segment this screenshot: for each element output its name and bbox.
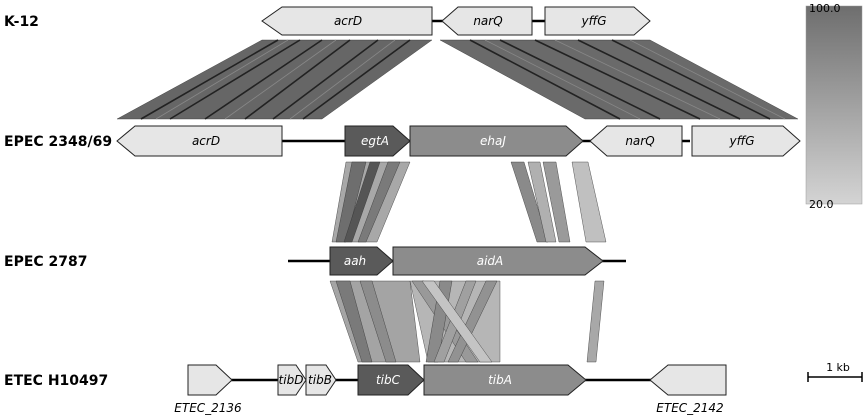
gene-label-epec2348-narQ: narQ <box>625 134 654 148</box>
gene-label-epec2787-aah: aah <box>344 254 366 268</box>
scale-bar-label: 1 kb <box>826 361 850 374</box>
gene-label-epec2348-ehaJ: ehaJ <box>480 134 506 148</box>
identity-gradient-bar <box>805 5 863 205</box>
gene-epec2348-acrD[interactable] <box>116 125 283 157</box>
gene-label-k12-yffG: yffG <box>580 14 606 28</box>
track-epec2348: acrD egtA ehaJ narQ yffG <box>116 125 801 157</box>
strain-label-epec2348: EPEC 2348/69 <box>4 134 112 150</box>
gene-epec2348-egtA[interactable] <box>344 125 411 157</box>
gene-label-etec-ETEC_2136: ETEC_2136 <box>174 401 242 415</box>
gene-etec-tibB[interactable] <box>305 364 337 396</box>
gene-etec-ETEC_2136[interactable] <box>187 364 233 396</box>
gene-label-epec2348-acrD: acrD <box>192 134 220 148</box>
gene-label-etec-tibB: tibB <box>308 373 332 387</box>
gene-epec2348-narQ[interactable] <box>589 125 683 157</box>
gene-k12-acrD[interactable] <box>261 6 433 36</box>
identity-max-label: 100.0 <box>809 2 841 15</box>
identity-min-label: 20.0 <box>809 198 834 211</box>
strain-label-etec: ETEC H10497 <box>4 373 108 389</box>
gene-k12-narQ[interactable] <box>441 6 533 36</box>
track-etec: tibD tibB tibC tibA ETEC_2136 ETEC_2142 <box>174 364 727 415</box>
gene-k12-yffG[interactable] <box>544 6 651 36</box>
strain-label-epec2787: EPEC 2787 <box>4 254 88 270</box>
strain-label-k12: K-12 <box>4 14 39 30</box>
gene-label-etec-ETEC_2142: ETEC_2142 <box>656 401 723 415</box>
gene-label-epec2348-egtA: egtA <box>361 134 389 148</box>
gene-epec2348-yffG[interactable] <box>691 125 801 157</box>
track-epec2787: aah aidA <box>288 246 626 276</box>
gene-etec-tibC[interactable] <box>357 364 425 396</box>
gene-label-k12-acrD: acrD <box>334 14 362 28</box>
identity-legend: 100.0 20.0 <box>805 2 863 211</box>
gene-label-etec-tibC: tibC <box>376 373 401 387</box>
similarity-epec2787-etec <box>329 280 605 363</box>
gene-label-etec-tibD: tibD <box>279 373 304 387</box>
gene-label-epec2787-aidA: aidA <box>477 254 504 268</box>
scale-bar: 1 kb <box>807 361 863 382</box>
similarity-k12-epec2348 <box>116 39 799 120</box>
gene-epec2787-aah[interactable] <box>329 246 394 276</box>
gene-epec2348-ehaJ[interactable] <box>409 125 584 157</box>
similarity-epec2348-epec2787 <box>331 161 607 243</box>
gene-etec-ETEC_2142[interactable] <box>649 364 727 396</box>
gene-label-etec-tibA: tibA <box>488 373 512 387</box>
gene-label-k12-narQ: narQ <box>473 14 502 28</box>
gene-label-epec2348-yffG: yffG <box>728 134 754 148</box>
gene-epec2787-aidA[interactable] <box>392 246 604 276</box>
track-k12: acrD narQ yffG <box>261 6 651 36</box>
gene-etec-tibD[interactable] <box>277 364 307 396</box>
gene-etec-tibA[interactable] <box>423 364 587 396</box>
